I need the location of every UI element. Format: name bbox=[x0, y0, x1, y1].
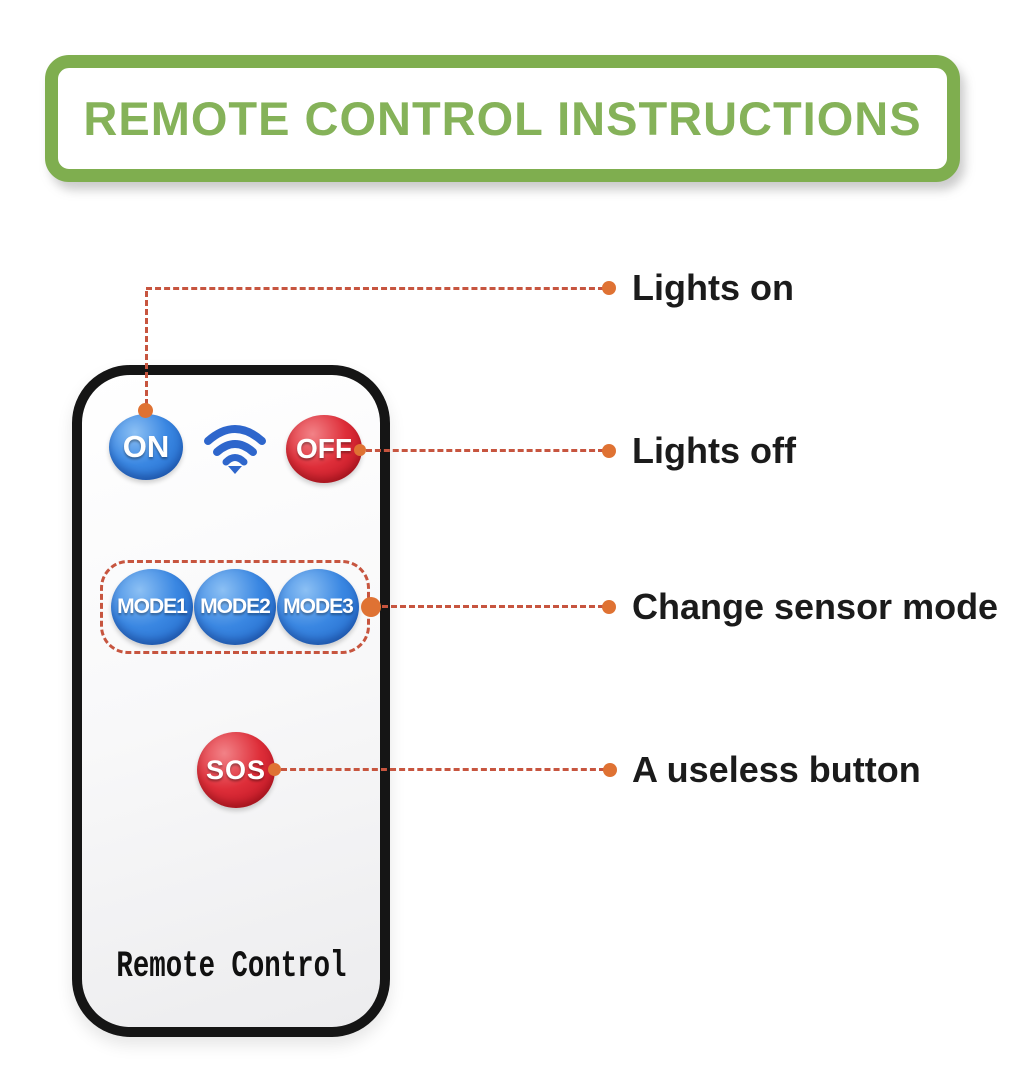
leader-dot-lights-on bbox=[602, 281, 616, 295]
mode2-button[interactable]: MODE2 bbox=[194, 569, 276, 645]
title-banner: REMOTE CONTROL INSTRUCTIONS bbox=[45, 55, 960, 182]
off-button[interactable]: OFF bbox=[286, 415, 362, 483]
on-button[interactable]: ON bbox=[109, 414, 183, 480]
leader-dot-mode-group bbox=[361, 597, 381, 617]
mode3-button[interactable]: MODE3 bbox=[277, 569, 359, 645]
sos-button[interactable]: SOS bbox=[197, 732, 275, 808]
leader-dot-useless bbox=[603, 763, 617, 777]
leader-line-lights-off bbox=[366, 449, 604, 452]
annotation-change-mode: Change sensor mode bbox=[632, 586, 999, 627]
leader-dot-change-mode bbox=[602, 600, 616, 614]
leader-line-lights-on-vertical bbox=[145, 291, 148, 405]
leader-line-change-mode bbox=[382, 605, 604, 608]
leader-dot-sos-button bbox=[268, 763, 281, 776]
annotation-lights-off: Lights off bbox=[632, 430, 796, 471]
wifi-icon bbox=[204, 425, 266, 474]
remote-brand-label: Remote Control bbox=[115, 946, 347, 988]
leader-dot-lights-off bbox=[602, 444, 616, 458]
annotation-lights-on: Lights on bbox=[632, 267, 794, 308]
leader-dot-off-button bbox=[354, 444, 366, 456]
leader-dot-on-button bbox=[138, 403, 153, 418]
leader-line-lights-on-horizontal bbox=[146, 287, 604, 290]
mode1-button[interactable]: MODE1 bbox=[111, 569, 193, 645]
leader-line-useless bbox=[281, 768, 605, 771]
annotation-useless: A useless button bbox=[632, 749, 921, 790]
page-title: REMOTE CONTROL INSTRUCTIONS bbox=[83, 92, 922, 145]
